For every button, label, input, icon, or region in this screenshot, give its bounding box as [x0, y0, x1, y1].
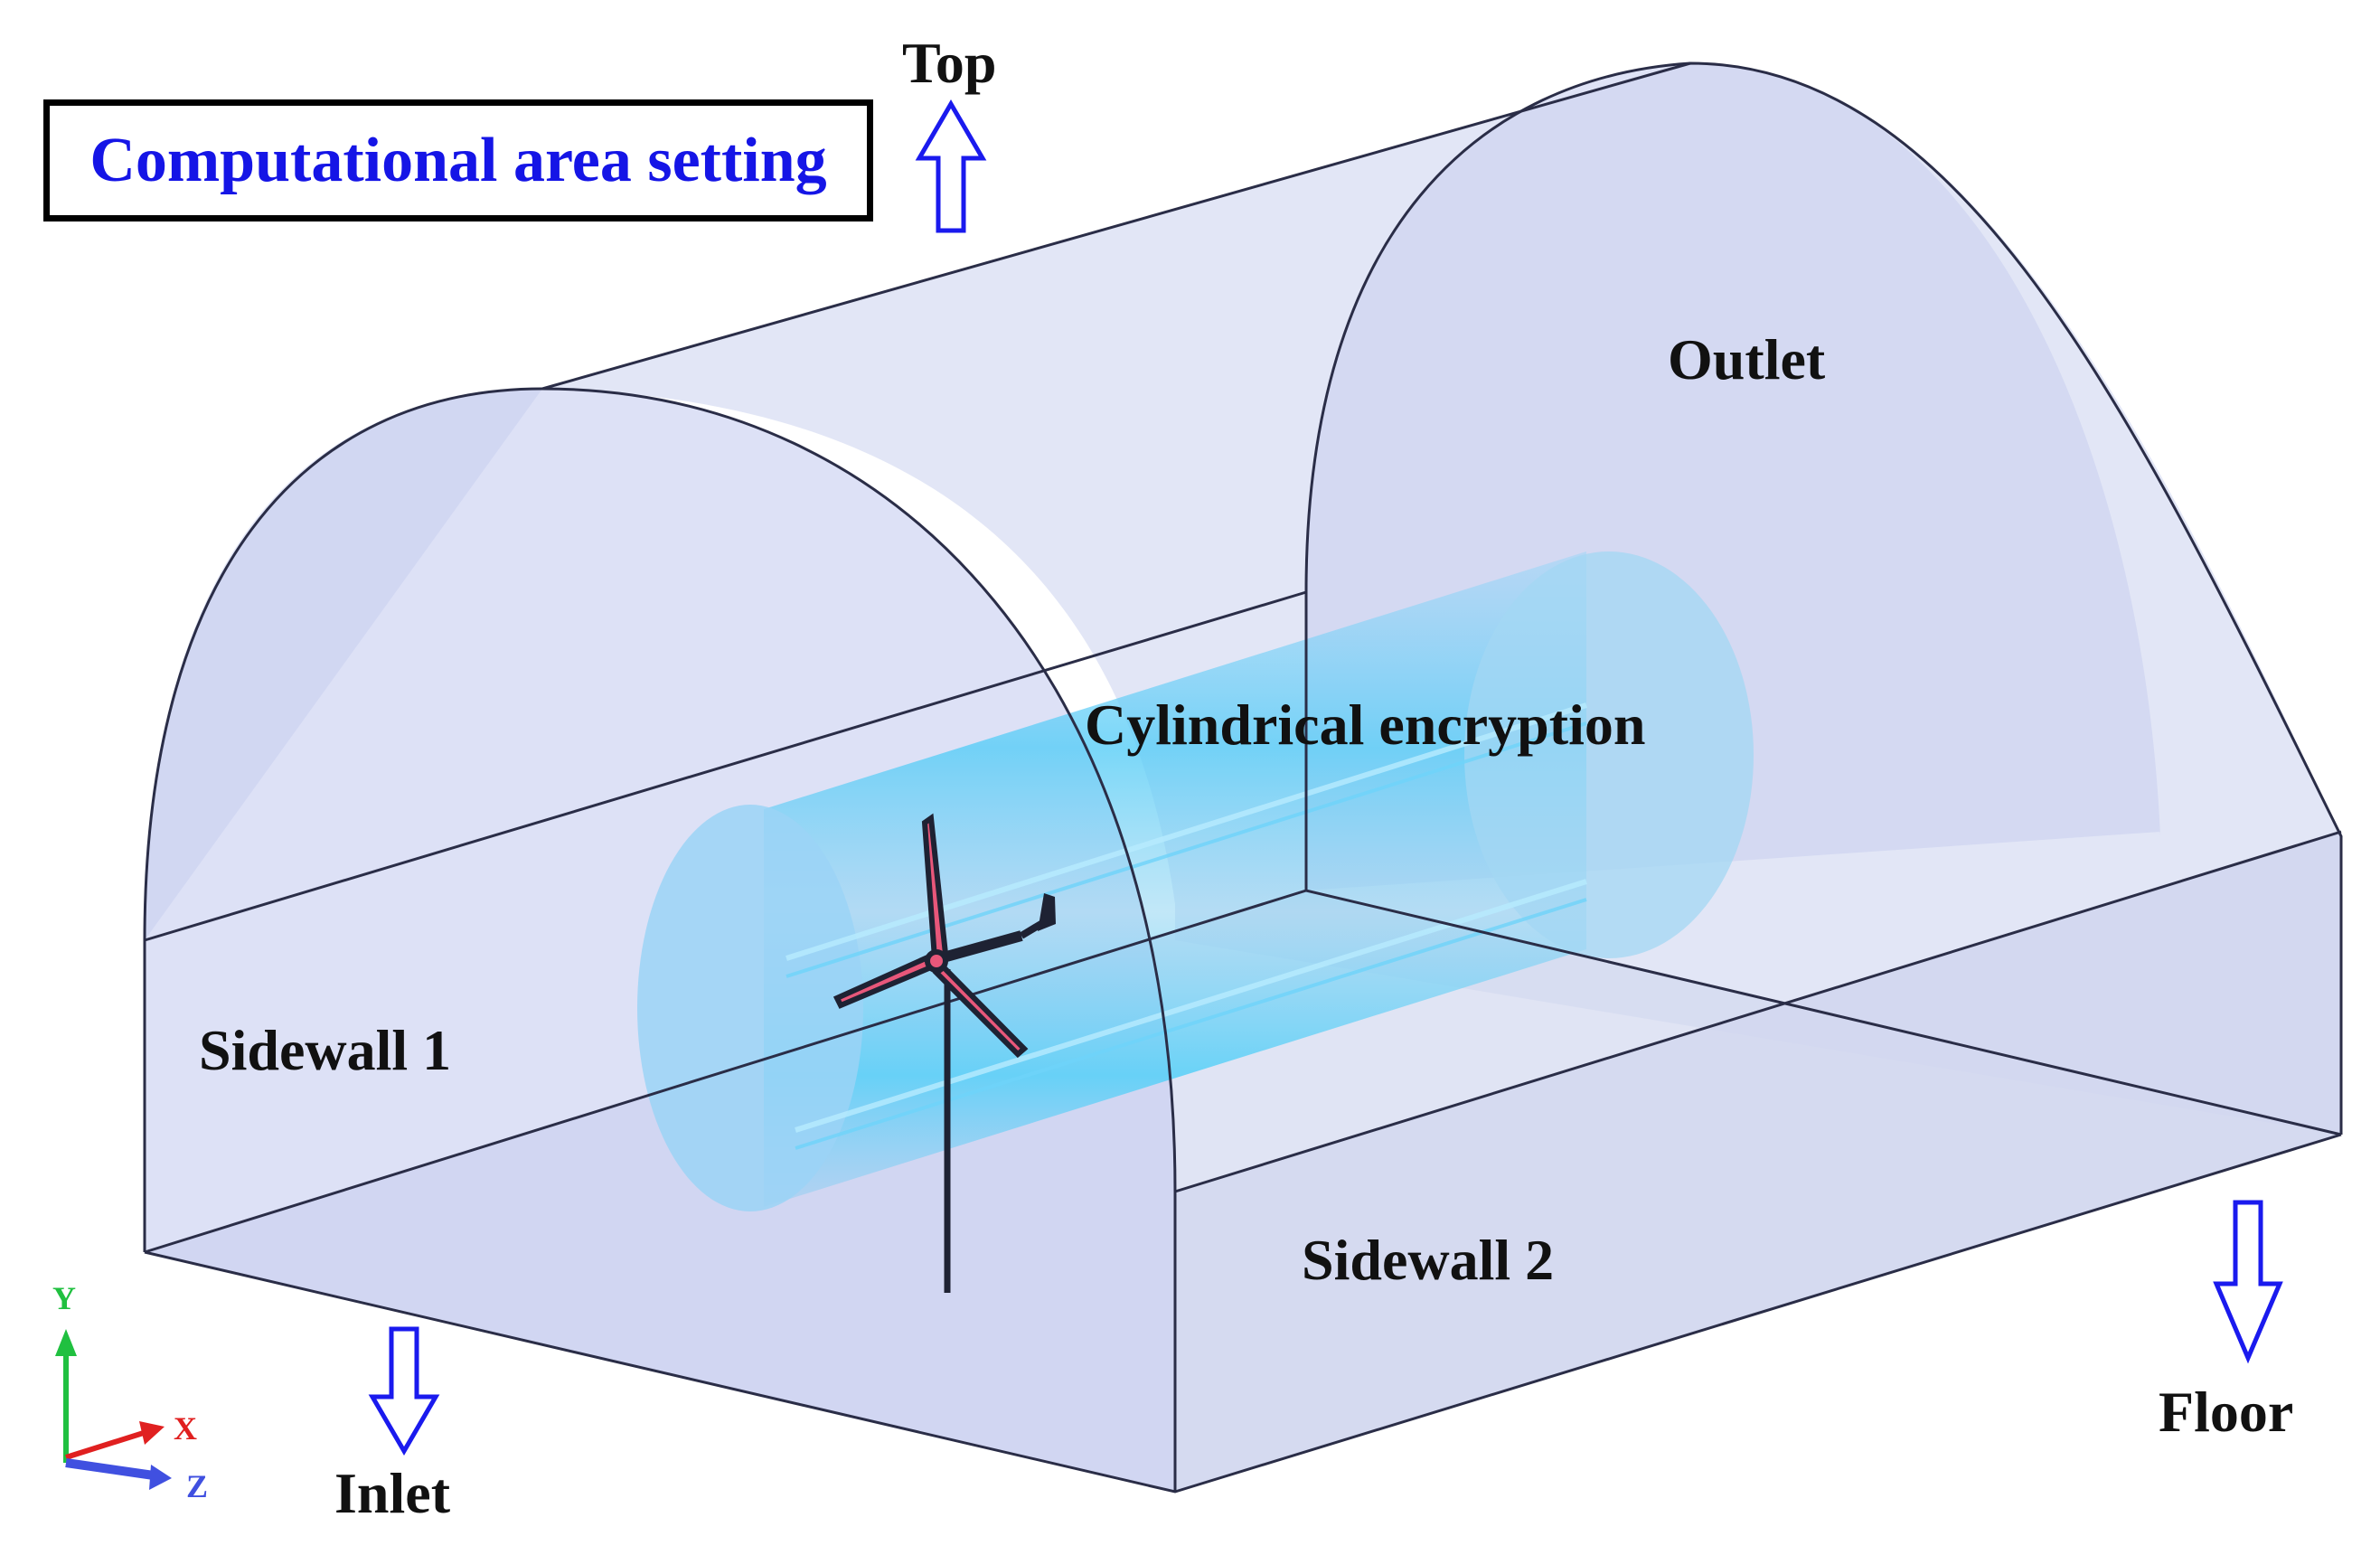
label-floor: Floor [2159, 1380, 2294, 1444]
axis-label-z: Z [186, 1468, 209, 1504]
diagram-title: Computational area setting [43, 99, 873, 221]
turbine-nacelle [938, 930, 1023, 964]
turbine-rotor [833, 813, 1029, 1059]
label-inlet: Inlet [334, 1461, 450, 1525]
label-outlet: Outlet [1668, 327, 1826, 391]
cylindrical-encryption-region [637, 551, 1754, 1211]
top-surface [145, 63, 2341, 1135]
coordinate-axes [55, 1329, 172, 1490]
domain-edges [143, 61, 2343, 1494]
direction-arrows [368, 99, 2283, 1456]
inlet-arrow-icon [368, 1326, 440, 1456]
wind-turbine [833, 813, 1056, 1293]
label-cylinder: Cylindrical encryption [1085, 693, 1646, 757]
label-top: Top [902, 31, 997, 95]
top-arrow-icon [915, 99, 987, 233]
z-axis-icon [65, 1458, 155, 1480]
label-sidewall-1: Sidewall 1 [199, 1018, 452, 1082]
axis-label-y: Y [52, 1280, 76, 1316]
floor-arrow-icon [2213, 1200, 2283, 1364]
turbine-tail-fin [1038, 893, 1056, 931]
label-sidewall-2: Sidewall 2 [1302, 1228, 1555, 1292]
x-axis-icon [65, 1428, 150, 1460]
axis-label-x: X [174, 1410, 197, 1447]
